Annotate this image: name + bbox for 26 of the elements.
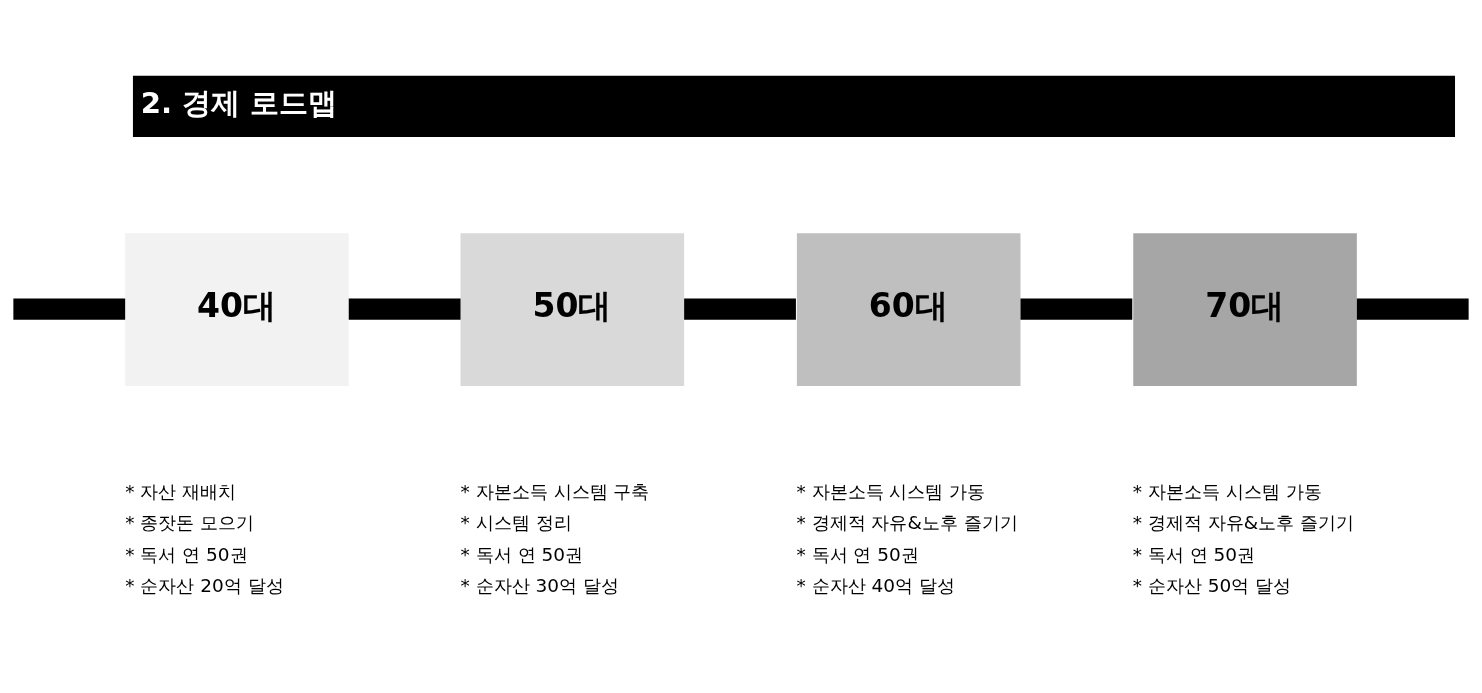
node-label: * 독서 연 50권: [125, 543, 248, 565]
node-label: * 시스템 정리: [460, 511, 572, 533]
node-box: 40대: [125, 232, 349, 386]
node-box: 50대: [460, 232, 685, 386]
node-label: * 자본소득 시스템 가동: [796, 480, 986, 502]
node-label: * 자본소득 시스템 구축: [460, 480, 650, 502]
connector: [1020, 297, 1133, 320]
node-label: * 자산 재배치: [125, 480, 237, 502]
connector: [1356, 297, 1469, 320]
connector: [684, 297, 796, 320]
connector: [13, 297, 126, 320]
connector: [348, 297, 461, 320]
node-box: 60대: [796, 232, 1021, 386]
node-label: * 자본소득 시스템 가동: [1132, 480, 1322, 502]
node-label: * 독서 연 50권: [460, 543, 583, 565]
node-label: * 경제적 자유&노후 즐기기: [796, 511, 1018, 533]
node-label: * 경제적 자유&노후 즐기기: [1132, 511, 1355, 533]
node-label: * 독서 연 50권: [796, 543, 919, 565]
node-label: * 순자산 40억 달성: [796, 574, 955, 596]
node-label: * 순자산 30억 달성: [460, 574, 619, 596]
node-label: * 순자산 20억 달성: [125, 574, 284, 596]
node-box: 70대: [1133, 232, 1357, 386]
node-label: * 독서 연 50권: [1132, 543, 1256, 565]
node-label: * 순자산 50억 달성: [1132, 574, 1292, 596]
diagram-title: 2. 경제 로드맵: [140, 85, 338, 120]
node-label: * 종잣돈 모으기: [125, 511, 255, 533]
